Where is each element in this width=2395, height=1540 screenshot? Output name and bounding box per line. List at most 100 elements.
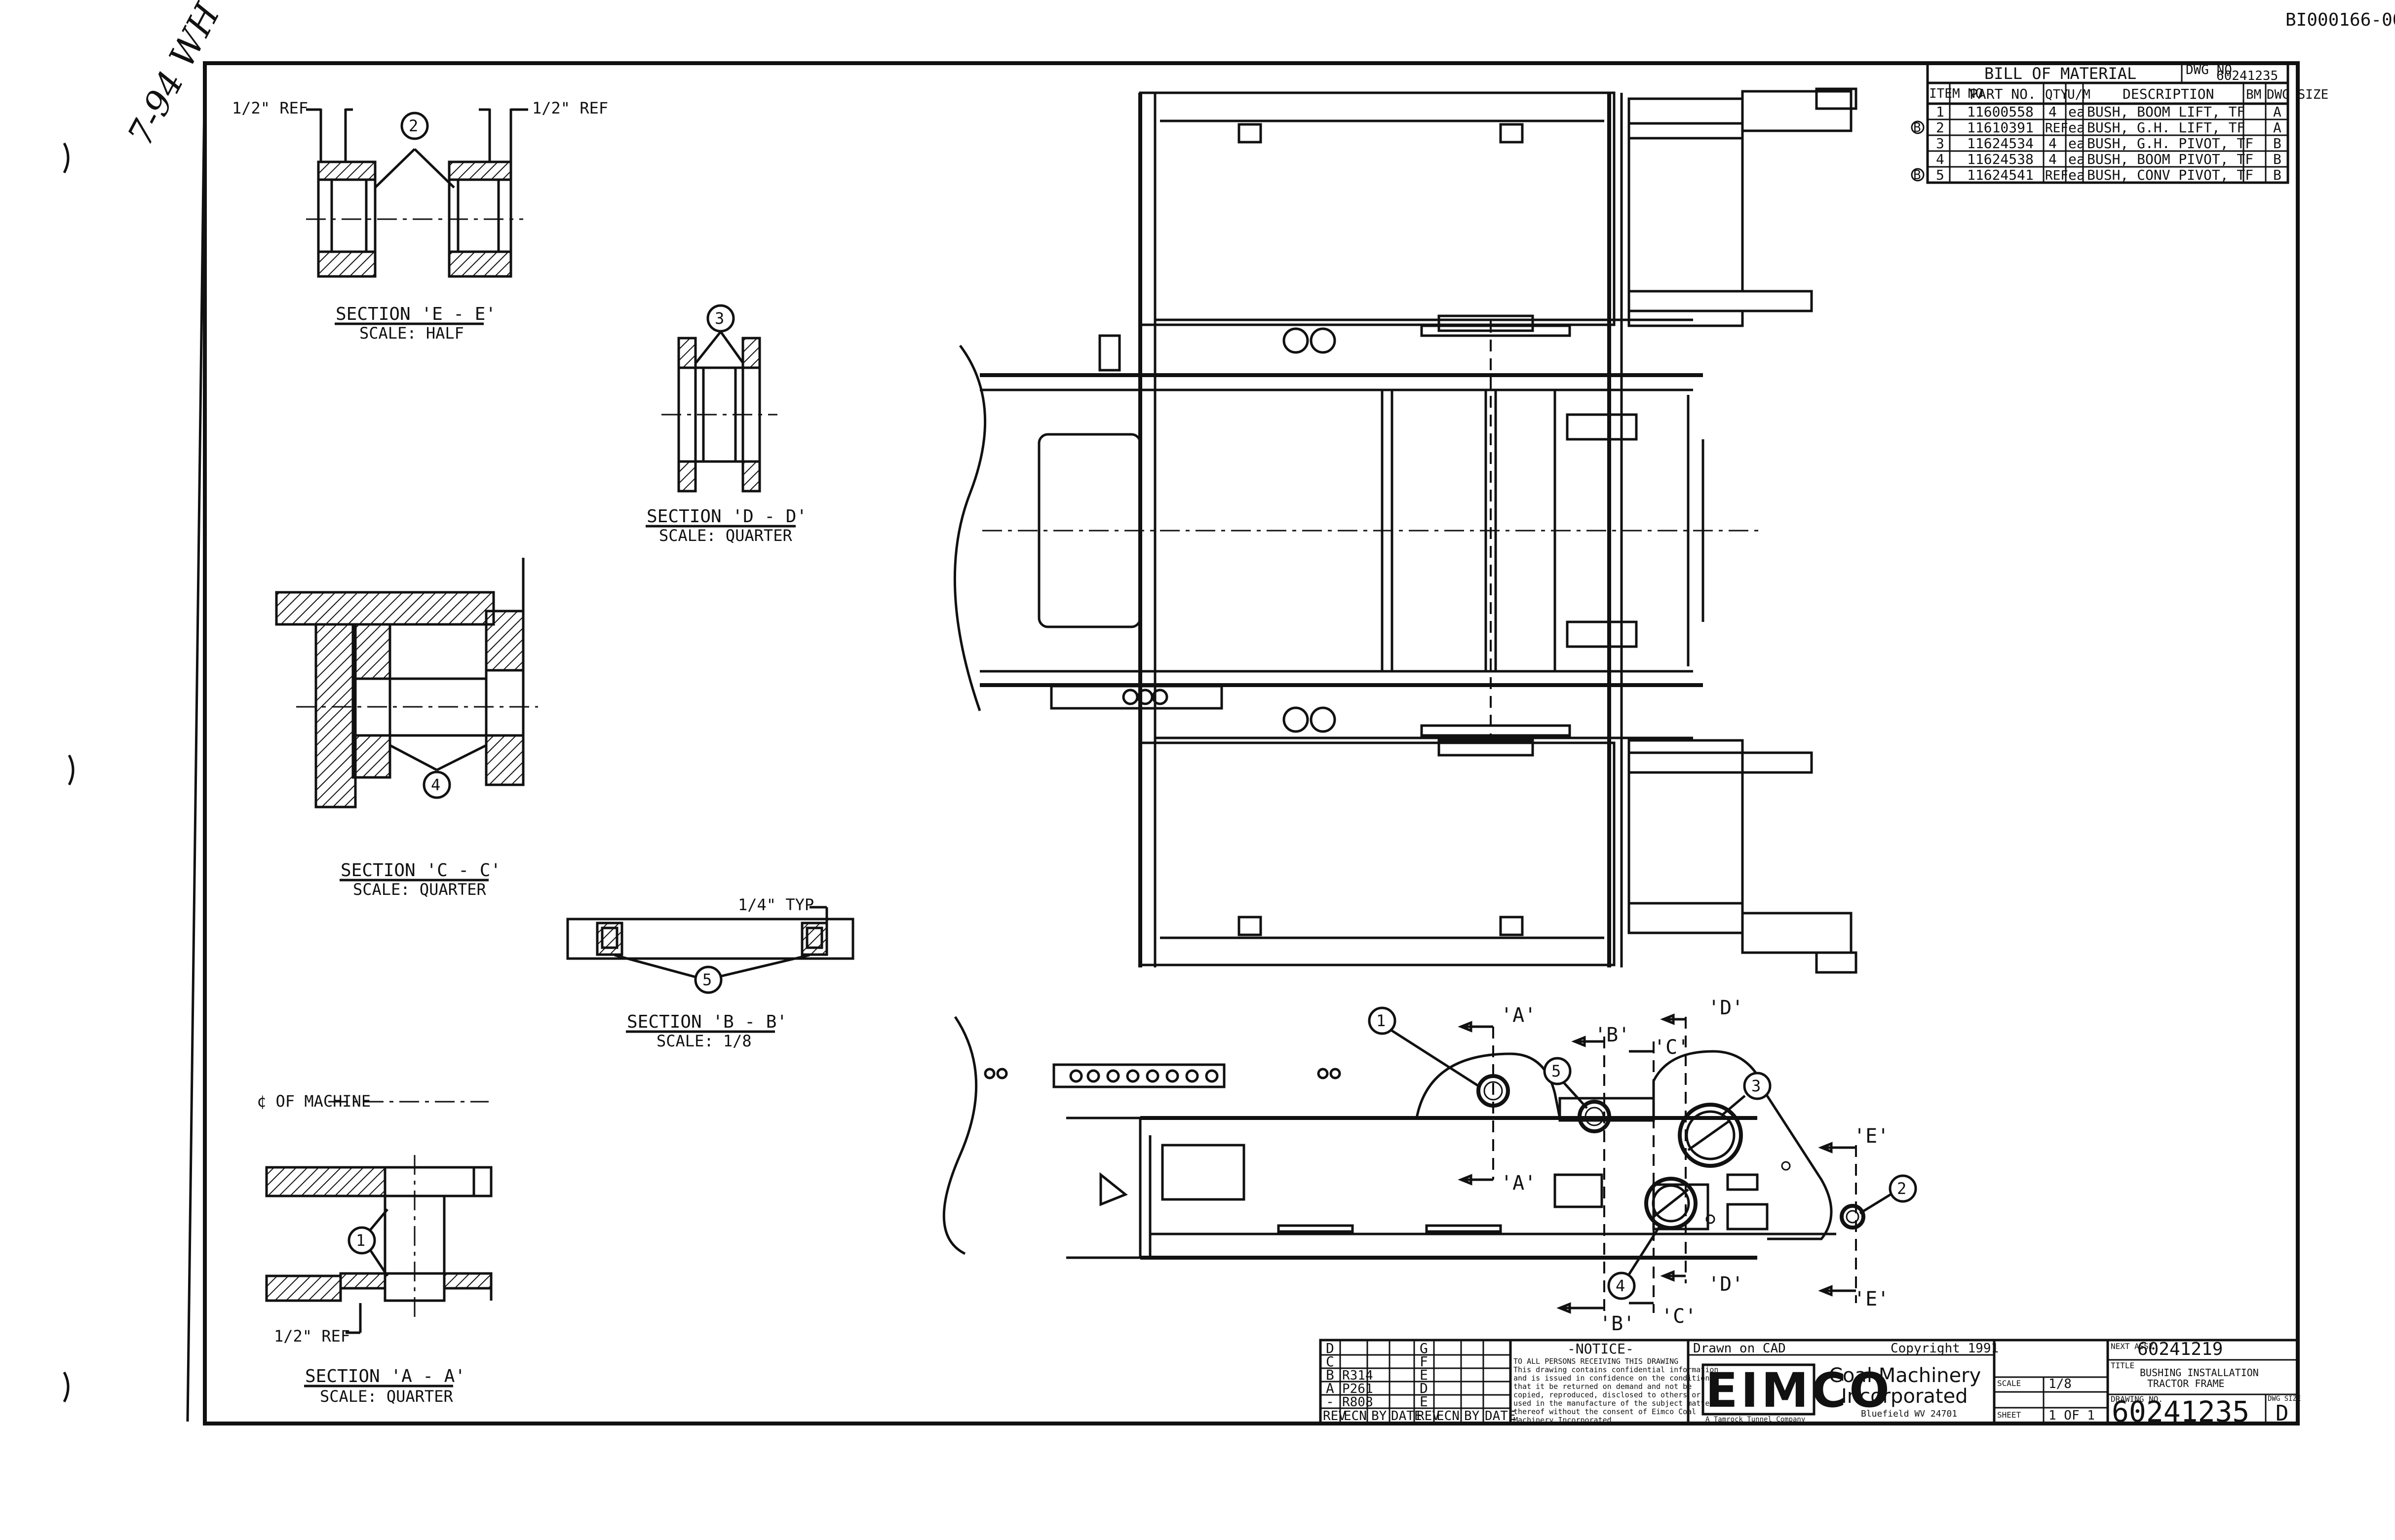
bom-row-2-part: 11610391 [1967,119,2034,136]
bom-row-5-desc: BUSH, CONV PIVOT, TF [2087,167,2253,183]
side-balloon-5: 5 [1551,1062,1561,1080]
rev-col2-row-2: F [1420,1353,1428,1370]
mark-d-top: 'D' [1708,997,1743,1019]
scale-label: SCALE [1997,1379,2021,1388]
rev-footer-by2: BY [1464,1409,1480,1424]
section-e-ref-left: 1/2" REF [232,99,308,117]
punch-mark-mid [68,754,75,786]
border-left-edge [186,63,206,1422]
bom-row-4-item: 4 [1936,151,1944,167]
rev-footer-ecn: ECN [1344,1409,1367,1424]
bom-header-um: U/M [2067,87,2090,102]
company-line-2: Incorporated [1841,1385,1968,1408]
company-line-1: Coal Machinery [1829,1364,1981,1387]
mark-e-top: 'E' [1854,1125,1889,1148]
bom-header-dwg-size: DWG SIZE [2267,87,2328,102]
rev-row-5: - [1326,1393,1334,1410]
section-b-balloon: 5 [702,970,712,989]
section-b-typ-note: 1/4" TYP [738,895,814,914]
sheet-value: 1 OF 1 [2048,1408,2095,1423]
rev-footer-by: BY [1371,1409,1387,1424]
mark-b-bottom: 'B' [1599,1312,1635,1335]
sheet-label: SHEET [1997,1410,2021,1420]
title-block [1319,1339,2299,1425]
rev-row-4-ecn: P261 [1342,1382,1373,1396]
company-location: Bluefield WV 24701 [1861,1409,1957,1419]
bom-row-3-item: 3 [1936,135,1944,152]
section-c-scale: SCALE: QUARTER [353,880,486,899]
rev-footer-rev2: REV [1417,1409,1440,1424]
plan-view [942,87,1857,1255]
drawing-no-label: DRAWING NO. [2111,1394,2163,1404]
bom-row-5-item: 5 [1936,167,1944,183]
bom-row-3-part: 11624534 [1967,135,2034,152]
mark-c-bottom: 'C' [1661,1305,1697,1328]
title-label: TITLE [2111,1361,2134,1370]
title-line-2: TRACTOR FRAME [2147,1378,2225,1389]
section-d-title: SECTION 'D - D' [647,506,807,527]
notice-line-7: thereof without the consent of Eimco Coa… [1513,1407,1696,1416]
bom-row-2-qty: REF [2045,121,2068,136]
bom-dwg-ref-label: DWG NO [2186,63,2232,77]
bom-row-2-size: A [2273,119,2281,136]
dwg-size: D [2276,1401,2289,1426]
bom-row-2-desc: BUSH, G.H. LIFT, TF [2087,119,2245,136]
eimco-logo: EIMCO [1705,1363,1893,1418]
rev-row-5-ecn: R808 [1342,1395,1373,1410]
section-e-ref-right: 1/2" REF [532,99,608,117]
rev-row-3-ecn: R314 [1342,1368,1373,1383]
section-a-view [265,1155,493,1334]
bom-row-4-um: ea [2068,151,2085,167]
bom-title: BILL OF MATERIAL [1984,64,2136,83]
rev-row-2: C [1326,1353,1334,1370]
section-e-scale: SCALE: HALF [359,324,464,343]
notice-line-4: that it be returned on demand and not be [1513,1382,1692,1391]
rev-row-3: B [1326,1367,1334,1383]
side-balloon-2: 2 [1897,1179,1906,1198]
svg-text:7-94 WH: 7-94 WH [120,0,229,152]
section-b-scale: SCALE: 1/8 [657,1032,752,1050]
section-a-title: SECTION 'A - A' [305,1366,465,1386]
rev-footer-date: DATE [1391,1409,1422,1424]
section-d-balloon: 3 [715,309,724,328]
section-c-title: SECTION 'C - C' [341,860,501,881]
bom-header-bm: BM [2246,87,2261,102]
machine-centerline-label: ¢ OF MACHINE [257,1092,371,1111]
company-tag: A Tamrock Tunnel Company [1705,1416,1805,1424]
title-line-1: BUSHING INSTALLATION [2140,1367,2259,1379]
rev-footer-rev: REV [1323,1409,1346,1424]
notice-line-8: Machinery Incorporated [1513,1416,1612,1424]
bom-header-desc: DESCRIPTION [2123,86,2214,102]
drawn-on-cad: Drawn on CAD [1693,1341,1786,1356]
notice-line-3: and is issued in confidence on the condi… [1513,1374,1709,1383]
section-d-view [661,304,777,493]
bom-dwg-ref: 60241235 [2216,69,2278,83]
bom-row-5-rev: B [1913,168,1921,183]
side-balloon-4: 4 [1616,1276,1625,1295]
section-e-balloon: 2 [409,116,418,135]
copyright: Copyright 1991 [1891,1341,1999,1356]
section-b-view [566,906,854,994]
bom-row-1-part: 11600558 [1967,104,2034,120]
bom-row-5-um: ea [2068,167,2085,183]
drawing-number: 60241235 [2112,1395,2249,1428]
handwritten-note: 7-94 WH [120,0,229,152]
bill-of-material [1911,62,2289,184]
notice-title: -NOTICE- [1567,1341,1634,1357]
notice-line-2: This drawing contains confidential infor… [1513,1365,1718,1374]
bom-header-item: ITEM NO [1929,86,1983,101]
section-e-title: SECTION 'E - E' [336,304,496,324]
next-assy: 60241219 [2137,1339,2223,1359]
rev-col2-row-1: G [1420,1340,1428,1356]
bom-row-1-desc: BUSH, BOOM LIFT, TF [2087,104,2245,120]
bom-row-5-part: 11624541 [1967,167,2034,183]
scale-value: 1/8 [2048,1377,2072,1391]
next-assy-label: NEXT ASSY [2111,1342,2154,1351]
rev-row-1: D [1326,1340,1334,1356]
rev-footer-ecn2: ECN [1436,1409,1460,1424]
section-d-scale: SCALE: QUARTER [659,526,792,545]
bom-header-qty: QTY [2045,87,2068,102]
bom-row-2-rev: B [1913,120,1921,135]
mark-d-bottom: 'D' [1708,1273,1743,1296]
